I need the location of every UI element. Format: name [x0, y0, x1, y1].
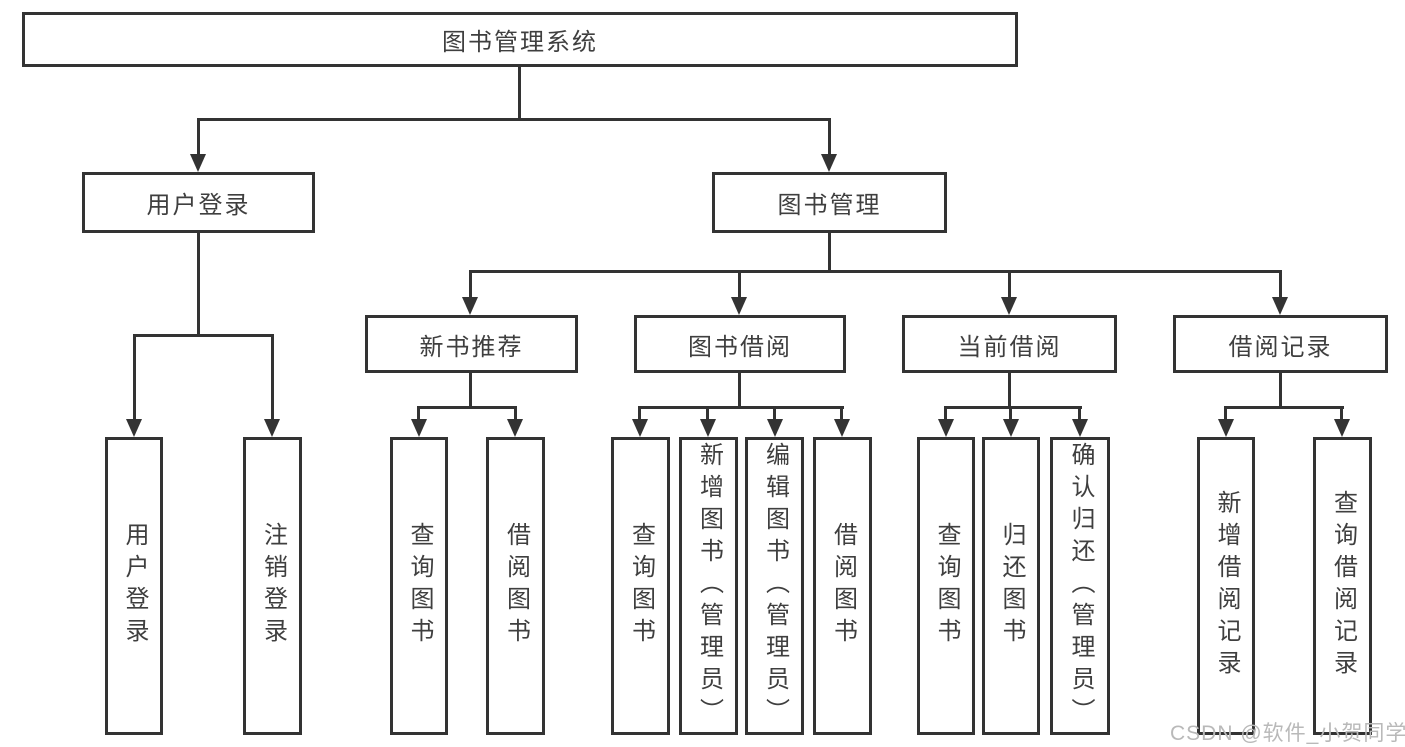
node-current-borrow-label: 当前借阅 [957, 333, 1062, 361]
connector-borrow-records-stem [1279, 373, 1282, 409]
leaf-cb-return-books: 归还图书 [982, 437, 1040, 735]
arrowhead-br-leaf2 [1334, 419, 1350, 437]
connector-to-current-borrow [1008, 270, 1011, 300]
leaf-nb-query-books: 查询图书 [390, 437, 448, 735]
connector-to-borrow-records [1279, 270, 1282, 300]
connector-borrow-records-bus [1225, 406, 1344, 409]
leaf-bb-borrow-books: 借阅图书 [813, 437, 872, 735]
node-book-borrow: 图书借阅 [634, 315, 846, 373]
connector-current-borrow-bus [945, 406, 1082, 409]
arrowhead-new-books [462, 297, 478, 315]
leaf-br-query-record: 查询借阅记录 [1313, 437, 1372, 735]
arrowhead-br-leaf1 [1218, 419, 1234, 437]
arrowhead-borrow-records [1272, 297, 1288, 315]
node-library-system-label: 图书管理系统 [442, 29, 598, 56]
leaf-bb-edit-books-label: 编辑图书（管理员） [761, 442, 789, 730]
arrowhead-bb-leaf4 [834, 419, 850, 437]
connector-nb-leaf1 [417, 406, 420, 422]
connector-new-books-bus [418, 406, 517, 409]
leaf-br-add-record: 新增借阅记录 [1197, 437, 1255, 735]
connector-new-books-stem [469, 373, 472, 409]
connector-user-login-stem [197, 233, 200, 337]
connector-bb-leaf2 [706, 406, 709, 422]
node-book-borrow-label: 图书借阅 [688, 333, 792, 361]
node-user-login-label: 用户登录 [146, 192, 251, 219]
node-new-books: 新书推荐 [365, 315, 578, 373]
connector-current-borrow-stem [1008, 373, 1011, 409]
connector-to-user-login [197, 118, 200, 156]
connector-bb-leaf4 [840, 406, 843, 422]
leaf-bb-query-books-label: 查询图书 [627, 522, 655, 650]
arrowhead-nb-leaf2 [507, 419, 523, 437]
connector-user-login-bus [133, 334, 274, 337]
arrowhead-bb-leaf2 [700, 419, 716, 437]
leaf-bb-query-books: 查询图书 [611, 437, 670, 735]
node-book-mgmt-label: 图书管理 [777, 192, 882, 219]
leaf-nb-borrow-books: 借阅图书 [486, 437, 545, 735]
connector-book-mgmt-stem [828, 233, 831, 273]
arrowhead-leaf-logout [264, 419, 280, 437]
leaf-user-login: 用户登录 [105, 437, 163, 735]
leaf-cb-confirm-return: 确认归还（管理员） [1050, 437, 1110, 735]
leaf-br-query-record-label: 查询借阅记录 [1329, 490, 1357, 682]
connector-root-bus [197, 118, 831, 121]
connector-to-book-borrow [738, 270, 741, 300]
connector-to-new-books [469, 270, 472, 300]
arrowhead-nb-leaf1 [411, 419, 427, 437]
node-user-login: 用户登录 [82, 172, 315, 233]
connector-level3-bus [470, 270, 1282, 273]
connector-br-leaf1 [1224, 406, 1227, 422]
watermark: CSDN @软件_小贺同学 [1170, 722, 1405, 745]
connector-br-leaf2 [1340, 406, 1343, 422]
node-borrow-records: 借阅记录 [1173, 315, 1388, 373]
node-current-borrow: 当前借阅 [902, 315, 1117, 373]
arrowhead-current-borrow [1001, 297, 1017, 315]
connector-book-borrow-bus [639, 406, 844, 409]
connector-cb-leaf2 [1009, 406, 1012, 422]
leaf-cb-return-books-label: 归还图书 [998, 522, 1025, 650]
arrowhead-bb-leaf1 [632, 419, 648, 437]
node-book-mgmt: 图书管理 [712, 172, 947, 233]
node-new-books-label: 新书推荐 [419, 333, 524, 361]
leaf-bb-edit-books: 编辑图书（管理员） [745, 437, 804, 735]
leaf-bb-borrow-books-label: 借阅图书 [829, 522, 857, 650]
leaf-bb-add-books-label: 新增图书（管理员） [695, 442, 723, 730]
arrowhead-user-login [190, 154, 206, 172]
arrowhead-cb-leaf3 [1072, 419, 1088, 437]
leaf-nb-query-books-label: 查询图书 [406, 522, 433, 650]
arrowhead-bb-leaf3 [767, 419, 783, 437]
leaf-br-add-record-label: 新增借阅记录 [1213, 490, 1240, 682]
arrowhead-cb-leaf1 [938, 419, 954, 437]
connector-cb-leaf1 [944, 406, 947, 422]
leaf-logout-label: 注销登录 [259, 522, 287, 650]
leaf-cb-confirm-return-label: 确认归还（管理员） [1067, 442, 1094, 730]
arrowhead-cb-leaf2 [1003, 419, 1019, 437]
connector-bb-leaf1 [638, 406, 641, 422]
connector-to-leaf-logout [271, 334, 274, 422]
leaf-cb-query-books-label: 查询图书 [933, 522, 960, 650]
connector-nb-leaf2 [514, 406, 517, 422]
node-borrow-records-label: 借阅记录 [1228, 333, 1333, 361]
leaf-user-login-label: 用户登录 [121, 522, 148, 650]
leaf-cb-query-books: 查询图书 [917, 437, 975, 735]
leaf-bb-add-books: 新增图书（管理员） [679, 437, 738, 735]
connector-to-book-mgmt [828, 118, 831, 156]
connector-bb-leaf3 [773, 406, 776, 422]
connector-root-stem [518, 67, 521, 120]
leaf-logout: 注销登录 [243, 437, 302, 735]
connector-cb-leaf3 [1078, 406, 1081, 422]
leaf-nb-borrow-books-label: 借阅图书 [502, 522, 530, 650]
arrowhead-book-borrow [731, 297, 747, 315]
connector-to-leaf-login [133, 334, 136, 422]
arrowhead-book-mgmt [821, 154, 837, 172]
connector-book-borrow-stem [738, 373, 741, 409]
arrowhead-leaf-login [126, 419, 142, 437]
node-library-system: 图书管理系统 [22, 12, 1018, 67]
